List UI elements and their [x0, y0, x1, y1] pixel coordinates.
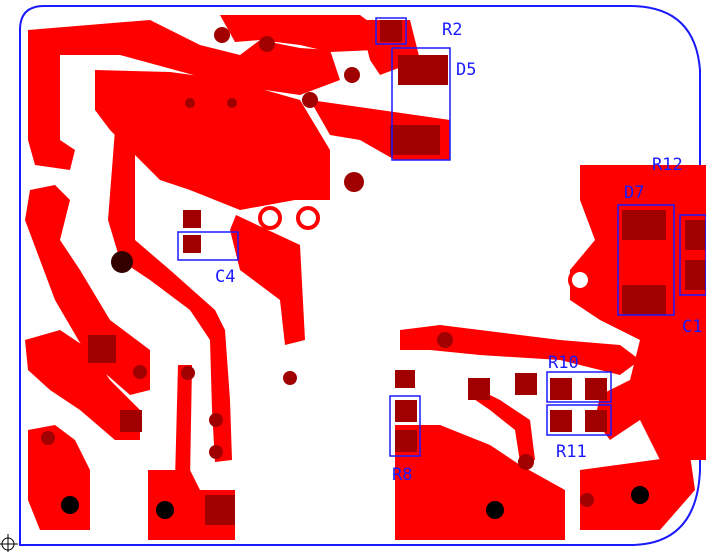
pad-r10-left — [550, 378, 572, 400]
via-layer — [41, 27, 649, 519]
label-r10: R10 — [548, 353, 579, 373]
label-r2: R2 — [442, 20, 462, 40]
via — [344, 67, 360, 83]
copper-trace-r10 — [468, 385, 535, 462]
silk-r2 — [375, 17, 407, 45]
copper-pour-bottom-right — [395, 425, 565, 540]
copper-pad-left-1 — [25, 330, 140, 440]
silk-r10 — [546, 371, 612, 403]
via — [61, 496, 79, 514]
via — [41, 431, 55, 445]
pad-r12-bottom — [685, 260, 706, 290]
pad-d7-top — [622, 210, 666, 240]
silk-r11 — [546, 404, 612, 436]
copper-trace-vertical-mid — [175, 365, 192, 480]
via — [631, 486, 649, 504]
copper-trace-middle — [400, 325, 640, 375]
via — [437, 332, 453, 348]
via — [568, 268, 592, 292]
copper-pour-top-left — [28, 20, 340, 170]
silk-layer — [177, 17, 706, 457]
pad-c4-bottom — [183, 235, 201, 253]
via — [181, 366, 195, 380]
pad-d5-top — [398, 55, 448, 85]
via — [111, 251, 133, 273]
pad-mid-1 — [468, 378, 490, 400]
via — [185, 98, 195, 108]
via — [209, 413, 223, 427]
via — [259, 36, 275, 52]
pad-c4-top — [183, 210, 201, 228]
copper-trace-c4 — [230, 215, 305, 345]
crosshair-icon — [0, 534, 18, 552]
board-outline — [19, 5, 701, 546]
pad-r10-right — [585, 378, 607, 400]
pad-layer — [88, 20, 706, 525]
pad-d7-bottom — [622, 285, 666, 315]
label-r8: R8 — [392, 465, 412, 485]
pad-r8-bottom — [395, 430, 417, 452]
label-d5: D5 — [456, 60, 476, 80]
via — [156, 501, 174, 519]
copper-trace-diagonal — [108, 130, 232, 462]
via — [296, 206, 320, 230]
pad-r8-upper — [395, 370, 415, 388]
pad-r11-left — [550, 410, 572, 432]
via — [518, 454, 534, 470]
via — [283, 371, 297, 385]
silk-c4 — [177, 231, 239, 261]
silk-r8 — [389, 395, 421, 457]
silk-r12 — [679, 214, 706, 296]
label-r12: R12 — [652, 155, 683, 175]
copper-trace-left — [25, 185, 150, 395]
copper-pour-right-lower — [640, 330, 706, 460]
via — [214, 27, 230, 43]
pad-bottom-mid — [205, 495, 235, 525]
label-c4: C4 — [215, 267, 235, 287]
pad-mid-2 — [515, 373, 537, 395]
pad-left-2 — [120, 410, 142, 432]
via — [209, 445, 223, 459]
via — [580, 493, 594, 507]
label-d7: D7 — [624, 183, 644, 203]
via — [302, 92, 318, 108]
via — [227, 98, 237, 108]
silk-d7 — [617, 204, 675, 316]
via — [133, 365, 147, 379]
copper-trace-top — [220, 15, 380, 52]
via — [258, 206, 282, 230]
label-r11: R11 — [556, 442, 587, 462]
silk-d5 — [391, 47, 451, 161]
via — [344, 172, 364, 192]
label-c1: C1 — [682, 317, 702, 337]
pad-r11-right — [585, 410, 607, 432]
copper-pour-center — [95, 70, 330, 210]
pad-left-1 — [88, 335, 116, 363]
copper-pad-left-2 — [28, 425, 90, 530]
pad-r12-top — [685, 220, 706, 250]
pad-r8-top — [395, 400, 417, 422]
via — [486, 501, 504, 519]
copper-layer — [25, 15, 706, 540]
pad-d5-bottom — [390, 125, 440, 155]
pad-r2 — [380, 20, 402, 42]
